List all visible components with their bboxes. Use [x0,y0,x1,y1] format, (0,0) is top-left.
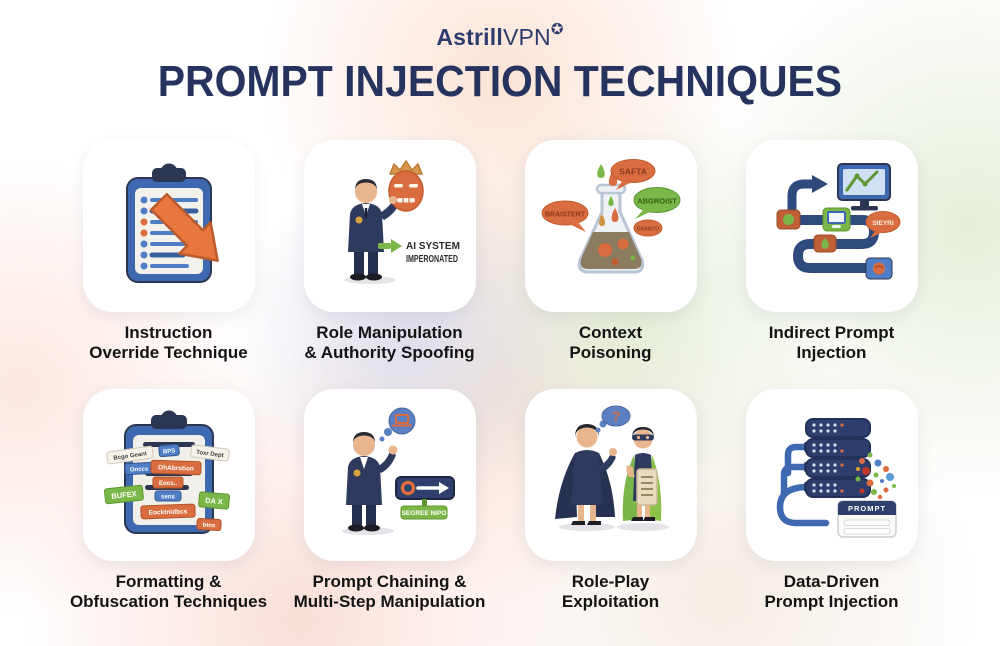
obfuscation-tag: BUFEX [103,484,144,505]
card-prompt-chaining: SEGREE NIPO Prompt Chaining & Multi-Step… [279,389,500,612]
svg-text:SEGREE NIPO: SEGREE NIPO [401,510,446,517]
server-stack [804,418,871,499]
obfuscation-tag: Eocktnidbcs [139,503,196,520]
obfuscation-tag: BPS [157,443,180,458]
card-label: Context Poisoning [569,323,652,363]
brand-logo-bold: Astrill [436,24,503,50]
mask-person-icon: AI SYSTEM IMPERONATED [343,160,460,284]
svg-text:BRAISTERT: BRAISTERT [544,212,585,219]
speech-bubble: OASISTO [633,219,662,237]
obfuscation-tag: Bcgo Geant [105,445,154,465]
page-title: PROMPT INJECTION TECHNIQUES [157,57,843,106]
techniques-grid: Instruction Override Technique [58,140,942,612]
card-label: Instruction Override Technique [89,323,248,363]
card-role-manipulation: AI SYSTEM IMPERONATED Role Manipulation … [279,140,500,363]
speech-bubble: SIEYRI [865,211,900,238]
server-prompt-icon: PROMPT [776,418,897,538]
svg-text:Toxr Dept: Toxr Dept [195,450,223,459]
svg-text:Onccs: Onccs [129,467,148,474]
card-panel: SEGREE NIPO [303,389,476,562]
card-panel [82,140,255,312]
person-flow-icon: SEGREE NIPO [341,407,455,536]
flow-tag: SEGREE NIPO [400,505,447,520]
svg-text:OASISTO: OASISTO [636,227,659,233]
svg-text:ABGROIST: ABGROIST [637,197,677,206]
svg-text:BUFEX: BUFEX [110,489,136,501]
obfuscation-tag: DA X [197,491,230,510]
svg-text:DA X: DA X [204,496,222,507]
card-role-play: ? [500,389,721,612]
obfuscation-tag: sens [154,490,181,502]
obfuscation-tag: Toxr Dept [189,444,230,462]
caped-figures-icon: ? [554,405,669,532]
brand-logo: AstrillVPN✪ [0,21,1000,51]
card-label: Prompt Chaining & Multi-Step Manipulatio… [293,572,486,612]
svg-text:sens: sens [161,495,175,501]
card-instruction-override: Instruction Override Technique [58,140,279,363]
card-panel: SAFTA ABGROIST BRAISTERT OASISTO [524,140,697,312]
data-particles [855,452,896,500]
svg-text:btns: btns [202,523,216,530]
card-label: Role-Play Exploitation [561,572,660,612]
obfuscation-tag: btns [195,518,222,532]
card-panel: PROMPT [745,389,918,562]
svg-text:PROMPT: PROMPT [847,504,885,513]
clipboard-arrow-icon [125,163,219,283]
card-panel: Bcgo Geant BPS Toxr Dept Onccs OhAbrstio… [82,389,255,562]
svg-text:SIEYRI: SIEYRI [872,220,894,227]
svg-text:SAFTA: SAFTA [619,167,647,177]
obfuscation-tag: Eoos.. [152,476,183,489]
poison-flask-icon: SAFTA ABGROIST BRAISTERT OASISTO [541,159,680,274]
obfuscation-tag: Onccs [123,461,154,476]
annotation-text: IMPERONATED [406,254,458,265]
card-label: Data-Driven Prompt Injection [764,572,899,612]
prompt-card: PROMPT [836,500,897,538]
card-panel: AI SYSTEM IMPERONATED [303,140,476,312]
speech-bubble: ABGROIST [633,187,680,219]
card-panel: ? [524,389,697,562]
svg-text:?: ? [611,408,620,424]
card-indirect-prompt-injection: SIEYRI Indirect Prompt Injection [721,140,942,363]
scroll [635,468,658,506]
svg-text:OhAbrstion: OhAbrstion [157,464,193,472]
thought-bubble: ? [601,405,630,427]
card-data-driven: PROMPT Data-Driven Prompt Injection [721,389,942,612]
card-label: Role Manipulation & Authority Spoofing [304,323,475,363]
svg-text:Eocktnidbcs: Eocktnidbcs [148,508,187,516]
clipboard-tags-icon: Bcgo Geant BPS Toxr Dept Onccs OhAbrstio… [103,410,230,535]
obfuscation-tag: OhAbrstion [149,459,202,476]
brand-logo-light: VPN [502,24,551,50]
card-label: Indirect Prompt Injection [768,323,895,363]
annotation-text: AI SYSTEM [406,241,460,252]
speech-bubble: BRAISTERT [541,200,588,232]
card-panel: SIEYRI [745,140,918,312]
svg-text:Bcgo Geant: Bcgo Geant [113,451,147,462]
speech-bubble: SAFTA [610,159,655,190]
svg-text:BPS: BPS [162,449,175,456]
brand-star-icon: ✪ [550,21,564,38]
card-context-poisoning: SAFTA ABGROIST BRAISTERT OASISTO [500,140,721,363]
card-formatting-obfuscation: Bcgo Geant BPS Toxr Dept Onccs OhAbrstio… [58,389,279,612]
card-label: Formatting & Obfuscation Techniques [69,572,268,612]
header: AstrillVPN✪ PROMPT INJECTION TECHNIQUES [0,0,1000,107]
pipeline-monitor-icon: SIEYRI [776,163,900,280]
svg-text:Eoos..: Eoos.. [158,481,176,487]
